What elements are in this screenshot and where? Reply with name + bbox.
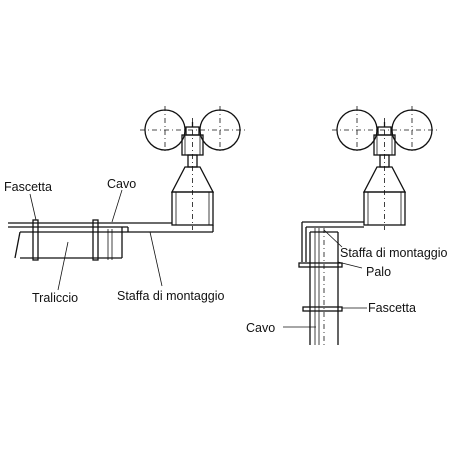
right-clamps bbox=[298, 262, 343, 312]
label-left-cavo: Cavo bbox=[107, 177, 136, 191]
label-right-fascetta: Fascetta bbox=[368, 301, 416, 315]
right-mounting-bracket bbox=[301, 221, 364, 262]
label-right-cavo: Cavo bbox=[246, 321, 275, 335]
right-assembly bbox=[283, 106, 437, 345]
left-sensor-body bbox=[170, 118, 215, 230]
left-mounting-bracket bbox=[8, 222, 214, 233]
label-right-staffa: Staffa di montaggio bbox=[340, 246, 448, 260]
label-right-palo: Palo bbox=[366, 265, 391, 279]
label-left-staffa: Staffa di montaggio bbox=[117, 289, 225, 303]
left-assembly bbox=[8, 106, 245, 291]
left-lattice-traliccio bbox=[14, 229, 123, 260]
right-pole-palo bbox=[309, 228, 339, 345]
left-clamps bbox=[32, 219, 99, 261]
label-left-traliccio: Traliccio bbox=[32, 291, 78, 305]
right-sensor-body bbox=[362, 118, 407, 230]
left-anemometer-cups bbox=[140, 106, 245, 154]
label-left-fascetta: Fascetta bbox=[4, 180, 52, 194]
